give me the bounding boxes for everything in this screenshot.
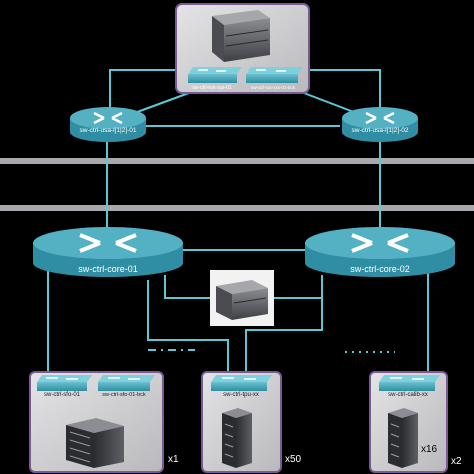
link-core-left-to-server xyxy=(164,275,212,299)
top-switch-b-label: sw-ctrl-ros-xxx-01-bck xyxy=(251,85,296,90)
router-core-right xyxy=(305,227,455,277)
router-usa-right-label: sw-ctrl-usa-l[1|2]-02 xyxy=(352,127,409,134)
link-core-right-to-tpu xyxy=(245,280,323,372)
router-arrows-icon xyxy=(365,111,395,125)
link-core-right-to-server xyxy=(272,275,323,299)
tpu-rack-icon xyxy=(222,408,252,468)
links xyxy=(47,69,429,372)
router-core-left-label: sw-ctrl-core-01 xyxy=(78,264,138,274)
link-core-left-to-tpu xyxy=(147,280,229,372)
router-arrows-icon xyxy=(79,233,137,253)
router-arrows-icon xyxy=(93,111,123,125)
tpu-multiplier: x50 xyxy=(285,454,302,465)
top-switch-b xyxy=(246,67,303,83)
site-calib xyxy=(369,371,448,473)
calib-multiplier: x2 xyxy=(451,456,462,467)
tpu-switch xyxy=(211,375,272,391)
calib-switch xyxy=(379,375,440,391)
tpu-switch-label: sw-ctrl-tpu-xx xyxy=(223,392,259,398)
site-tpu xyxy=(201,371,282,473)
sfo-rack-icon xyxy=(66,418,124,468)
central-server xyxy=(210,270,274,326)
separator-band-2 xyxy=(0,205,474,211)
router-arrows-icon xyxy=(351,233,409,253)
sfo-multiplier: x1 xyxy=(168,454,179,465)
sfo-switch-a xyxy=(37,375,92,391)
top-site: sw-ctrl-ros-xxx-01 sw-ctrl-ros-xxx-01-bc… xyxy=(175,3,310,94)
router-usa-right xyxy=(342,107,418,142)
calib-rack-count: x16 xyxy=(421,444,438,455)
router-core-left xyxy=(33,227,183,277)
calib-switch-label: sw-ctrl-calib-xx xyxy=(388,392,428,398)
separator-band-1 xyxy=(0,158,474,164)
top-switch-a xyxy=(188,67,242,83)
site-sfo xyxy=(29,371,164,473)
sfo-switch-b-label: sw-ctrl-sfo-01-bck xyxy=(102,392,146,398)
top-switch-a-label: sw-ctrl-ros-xxx-01 xyxy=(192,85,232,91)
link-top-left xyxy=(109,69,187,110)
router-usa-left-label: sw-ctrl-usa-l[1|2]-01 xyxy=(80,127,137,134)
calib-rack-icon xyxy=(388,408,418,468)
link-top-right xyxy=(310,69,381,110)
top-server-icon xyxy=(212,10,270,62)
router-core-right-label: sw-ctrl-core-02 xyxy=(350,264,410,274)
sfo-switch-a-label: sw-ctrl-sfo-01 xyxy=(44,392,81,398)
sfo-switch-b xyxy=(98,375,155,391)
router-usa-left xyxy=(70,107,146,142)
